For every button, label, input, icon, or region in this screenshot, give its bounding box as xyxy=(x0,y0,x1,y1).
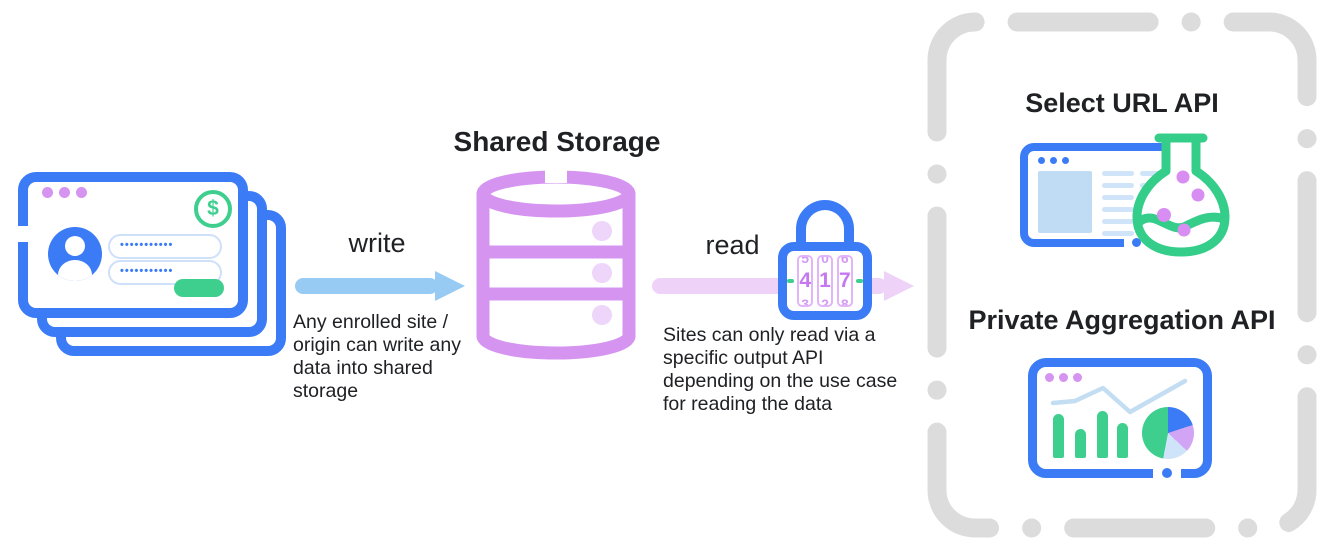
window-controls-dots xyxy=(42,187,87,198)
write-label: write xyxy=(348,228,406,258)
avatar-head xyxy=(65,236,85,256)
dashboard-border-dot xyxy=(1162,468,1172,478)
shared-storage-title: Shared Storage xyxy=(453,126,661,157)
lock-shackle xyxy=(796,200,854,256)
bar-chart-bar xyxy=(1075,429,1086,458)
combination-lock-icon: 5 4 3 0 1 2 6 7 8 xyxy=(778,200,872,320)
lock-dial-3: 6 7 8 xyxy=(836,255,853,307)
private-aggregation-api-title: Private Aggregation API xyxy=(968,305,1276,335)
write-arrow-head xyxy=(435,271,465,301)
select-url-api-title: Select URL API xyxy=(1025,88,1219,118)
write-description: Any enrolled site / origin can write any… xyxy=(293,311,461,402)
bar-chart-bar xyxy=(1053,414,1064,458)
lock-dial-1: 5 4 3 xyxy=(797,255,814,307)
browser-border-dot xyxy=(1132,238,1141,247)
dashboard-controls-dots xyxy=(1045,373,1082,382)
write-arrow-shaft xyxy=(295,278,438,294)
enrolled-site-window: $ ••••••••••• ••••••••••• xyxy=(18,172,248,318)
lock-tick-right xyxy=(855,279,863,283)
password-dots: ••••••••••• xyxy=(120,265,174,277)
read-label: read xyxy=(705,230,760,260)
dashboard-chart-icon xyxy=(1028,358,1212,478)
database-icon xyxy=(476,170,636,360)
lock-body: 5 4 3 0 1 2 6 7 8 xyxy=(778,242,872,320)
pie-chart-icon xyxy=(1142,407,1194,459)
lock-tick-left xyxy=(787,279,795,283)
submit-button xyxy=(174,279,224,297)
bar-chart-bar xyxy=(1097,411,1108,458)
read-arrow-head xyxy=(884,271,914,301)
browser-controls-dots xyxy=(1038,157,1069,164)
bar-chart-bar xyxy=(1117,423,1128,458)
dollar-icon: $ xyxy=(194,190,232,228)
line-chart-icon xyxy=(1050,378,1188,415)
write-arrow xyxy=(295,271,465,301)
read-description: Sites can only read via a specific outpu… xyxy=(663,324,898,415)
browser-content-block xyxy=(1038,171,1092,233)
password-dots: ••••••••••• xyxy=(120,239,174,251)
password-field-1: ••••••••••• xyxy=(108,234,222,259)
user-avatar-icon xyxy=(48,227,102,281)
window-border-dot xyxy=(18,246,28,257)
avatar-body xyxy=(58,260,92,281)
flask-icon xyxy=(1132,133,1230,257)
lock-dial-2: 0 1 2 xyxy=(817,255,833,307)
window-border-gap xyxy=(18,226,28,242)
